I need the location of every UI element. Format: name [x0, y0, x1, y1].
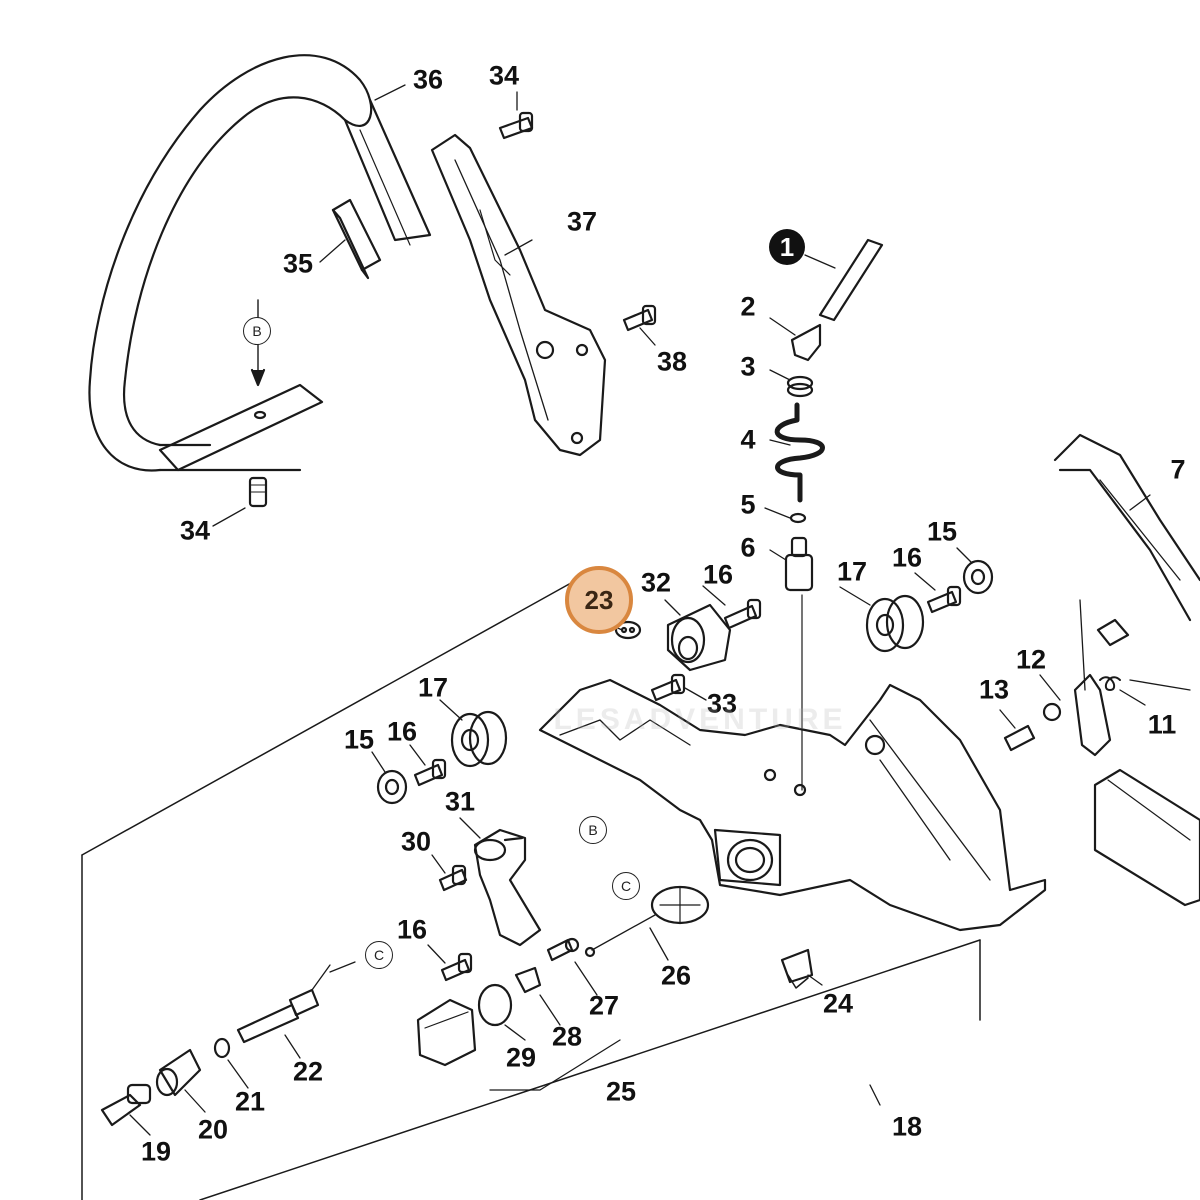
- strainer-26: [584, 885, 710, 958]
- callout-37: 37: [566, 206, 598, 237]
- callout-26: 26: [660, 960, 692, 991]
- callout-24: 24: [822, 988, 854, 1019]
- callout-6: 6: [740, 532, 756, 563]
- screw-34-upper: [498, 111, 534, 140]
- callout-2: 2: [740, 291, 756, 322]
- callout-12: 12: [1015, 644, 1047, 675]
- ring-5: [789, 512, 807, 524]
- buffer-32: [666, 603, 732, 672]
- screw-33: [650, 673, 686, 702]
- screw-16-a: [413, 758, 447, 787]
- callout-28: 28: [551, 1021, 583, 1052]
- callout-25: 25: [605, 1076, 637, 1107]
- leader-lines: [129, 84, 1151, 1136]
- callout-16-left: 16: [386, 716, 418, 747]
- callout-15-left: 15: [343, 724, 375, 755]
- screw-27: [546, 937, 580, 962]
- callout-17-left: 17: [417, 672, 449, 703]
- callout-34-upper: 34: [488, 60, 520, 91]
- buffer-17-right: [865, 594, 925, 653]
- callout-30: 30: [400, 826, 432, 857]
- trigger-part: [1096, 618, 1130, 647]
- callout-11: 11: [1147, 709, 1177, 740]
- washer-15-left: [376, 769, 408, 805]
- lever-12: [1042, 599, 1112, 757]
- cap-20: [155, 1048, 202, 1097]
- callout-23-highlight[interactable]: 23: [565, 566, 633, 634]
- callout-22: 22: [292, 1056, 324, 1087]
- screw-30: [438, 864, 468, 892]
- buffer-17-left: [450, 710, 508, 768]
- clip-28: [514, 966, 542, 994]
- screw-16-d: [440, 952, 473, 982]
- shaft-22: [236, 961, 356, 1044]
- grommet-3: [786, 375, 814, 398]
- screw-16-b: [723, 598, 762, 630]
- pin-13: [1003, 724, 1036, 752]
- callout-36: 36: [412, 64, 444, 95]
- callout-16-lower: 16: [396, 914, 428, 945]
- tank-cap-25: [416, 998, 621, 1091]
- callout-18: 18: [891, 1111, 923, 1142]
- callout-29: 29: [505, 1042, 537, 1073]
- callout-5: 5: [740, 489, 756, 520]
- screw-16-c: [926, 585, 962, 614]
- callout-27: 27: [588, 990, 620, 1021]
- callout-1-badge: 1: [769, 229, 805, 265]
- reference-marker-c-middle: C: [612, 872, 640, 900]
- callout-32: 32: [640, 567, 672, 598]
- callout-15-right: 15: [926, 516, 958, 547]
- pin-1: [818, 238, 884, 322]
- callout-35: 35: [282, 248, 314, 279]
- plug-24: [780, 948, 814, 989]
- callout-31: 31: [444, 786, 476, 817]
- spring-11: [1099, 676, 1191, 691]
- washer-15-right: [962, 559, 994, 595]
- sleeve-6: [784, 536, 814, 592]
- spring-4: [774, 402, 825, 503]
- callout-3: 3: [740, 351, 756, 382]
- callout-19: 19: [140, 1136, 172, 1167]
- o-ring-21: [213, 1037, 231, 1059]
- callout-20: 20: [197, 1114, 229, 1145]
- rear-handle-housing: [538, 678, 1047, 932]
- air-filter-part: [1093, 768, 1200, 907]
- callout-13: 13: [978, 674, 1010, 705]
- callout-7: 7: [1170, 454, 1186, 485]
- callout-33: 33: [706, 688, 738, 719]
- callout-16-right: 16: [891, 542, 923, 573]
- callout-21: 21: [234, 1086, 266, 1117]
- reference-marker-c-lower: C: [365, 941, 393, 969]
- callout-4: 4: [740, 424, 756, 455]
- screw-34-lower: [248, 476, 268, 508]
- lever-2: [790, 323, 822, 362]
- callout-38: 38: [656, 346, 688, 377]
- callout-16-mid: 16: [702, 559, 734, 590]
- callout-34-lower: 34: [179, 515, 211, 546]
- handle-frame-37: [430, 133, 607, 457]
- nut-23: [614, 620, 642, 640]
- reference-marker-b-lower: B: [579, 816, 607, 844]
- spacer-block-35: [331, 198, 382, 280]
- cover-7: [1053, 433, 1200, 622]
- watermark: LESADVENTURE: [553, 703, 847, 736]
- screw-38: [622, 304, 657, 332]
- plug-19: [100, 1083, 152, 1127]
- bracket-31: [473, 828, 542, 947]
- front-handle-bar: [88, 54, 432, 472]
- gasket-29: [477, 983, 513, 1027]
- callout-17-right: 17: [836, 556, 868, 587]
- reference-marker-b-upper: B: [243, 317, 271, 345]
- assembly-frame-18: [81, 577, 981, 1200]
